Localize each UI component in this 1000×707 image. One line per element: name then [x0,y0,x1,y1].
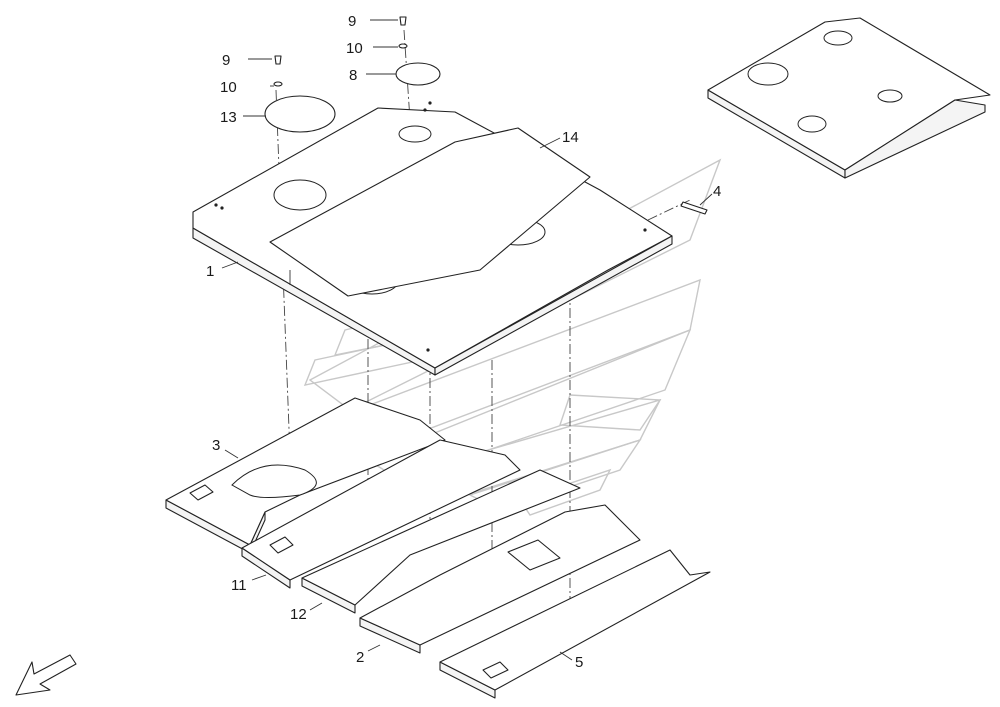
callout-8: 8 [349,67,357,84]
direction-arrow-icon [15,654,77,696]
pin-part-4 [680,201,708,215]
callout-9-right: 9 [348,13,356,30]
callout-10-right: 10 [346,40,363,57]
floor-segment-part-11 [241,439,521,589]
callout-3: 3 [212,437,220,454]
round-plate-part-13 [264,95,336,133]
callout-4: 4 [713,183,721,200]
screw-washer-set-right [398,16,408,49]
watermark-logo [303,158,722,516]
leader-lines [221,19,713,661]
callout-labels: 9 10 13 9 10 8 14 4 1 3 11 12 2 5 [206,13,721,671]
floor-segment-part-5 [439,549,711,699]
cover-plate-part-14 [269,125,591,297]
callout-9-left: 9 [222,52,230,69]
callout-12: 12 [290,606,307,623]
callout-10-left: 10 [220,79,237,96]
screw-washer-set-left [273,55,283,87]
callout-11: 11 [231,577,247,594]
round-plate-part-8 [395,62,441,86]
floor-segment-part-12 [301,469,581,614]
reference-panel-isometric [707,17,991,179]
callout-5: 5 [575,654,583,671]
callout-13: 13 [220,109,237,126]
callout-2: 2 [356,649,364,666]
floor-segment-part-2 [359,504,641,654]
callout-14: 14 [562,129,579,146]
callout-1: 1 [206,263,214,280]
